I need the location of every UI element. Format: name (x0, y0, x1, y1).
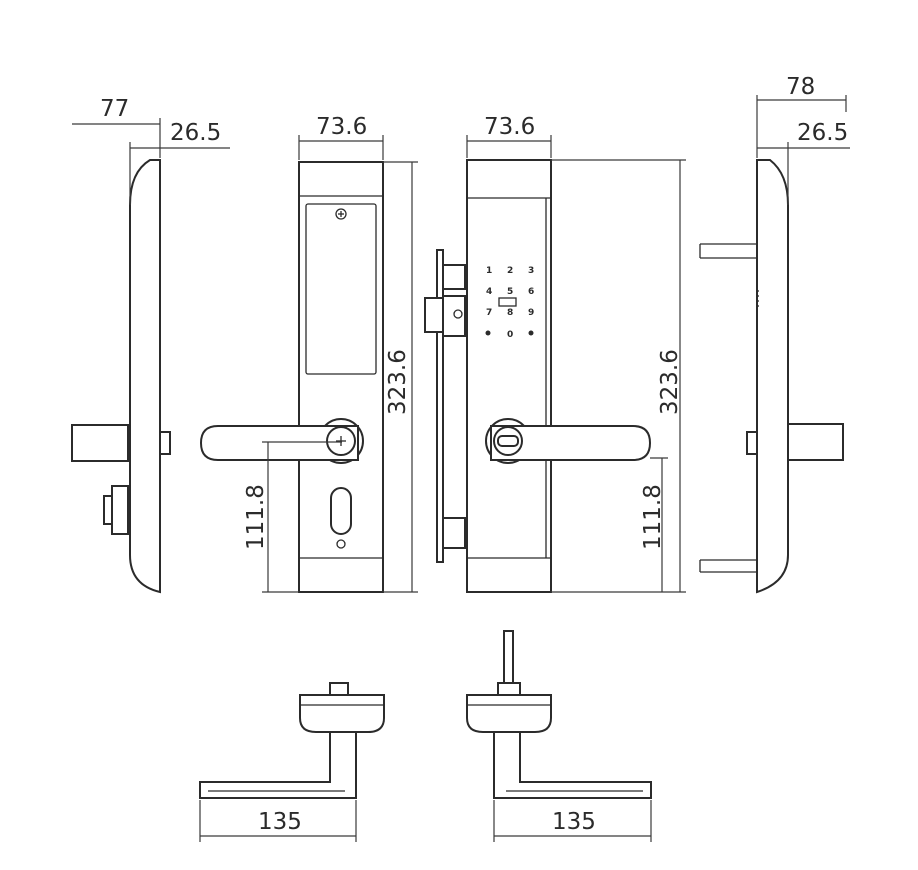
dim-label-left-thickness: 26.5 (170, 120, 221, 146)
keypad-key-7[interactable]: 7 (486, 308, 492, 318)
keypad-key-8[interactable]: 8 (507, 308, 513, 318)
keypad-key-3[interactable]: 3 (528, 266, 534, 276)
keypad-key-4[interactable]: 4 (486, 287, 492, 297)
left-handle-spindle (71, 424, 129, 462)
back-plate (466, 159, 552, 593)
keypad-key-5[interactable]: 5 (507, 287, 513, 297)
front-view: 73.6 323.6 111.8 (199, 114, 418, 593)
dim-label-right-thickness: 26.5 (797, 120, 848, 146)
right-lower-bolt (699, 559, 757, 573)
keypad-key-1[interactable]: 1 (486, 266, 492, 276)
right-side-view: 78 26.5 (699, 74, 850, 594)
right-rear-stub (746, 431, 758, 455)
front-screw-icon (335, 208, 347, 220)
bottom-left-view: 135 (199, 682, 385, 842)
keypad-key-2[interactable]: 2 (507, 266, 513, 276)
right-plate-profile (756, 159, 789, 594)
fingerprint-sensor-icon (498, 297, 517, 307)
keypad-key-hash-icon[interactable] (528, 330, 534, 336)
left-plate-profile (129, 159, 161, 594)
back-latch-upper (442, 264, 466, 290)
left-rear-stub (159, 431, 171, 455)
bottom-right-view: 135 (466, 630, 652, 842)
back-latch-lower (442, 517, 466, 549)
bl-cylinder-tip (329, 682, 349, 696)
keypad-key-6[interactable]: 6 (528, 287, 534, 297)
keypad: 1 2 3 4 5 6 7 8 9 0 (485, 266, 534, 340)
keypad-key-0[interactable]: 0 (507, 330, 513, 340)
front-battery-cover (305, 203, 377, 375)
right-upper-bolt (699, 243, 757, 259)
back-view: 1 2 3 4 5 6 7 8 9 0 73.6 323.6 111.8 (424, 114, 686, 593)
dim-label-bottom-right-length: 135 (552, 809, 596, 835)
left-cylinder-tip (103, 495, 113, 525)
keypad-key-star-icon[interactable] (485, 330, 491, 336)
dim-label-front-height: 323.6 (385, 349, 411, 415)
keypad-key-9[interactable]: 9 (528, 308, 534, 318)
dim-label-right-depth: 78 (786, 74, 815, 100)
front-bottom-screw-icon (336, 539, 346, 549)
bl-rose (299, 694, 385, 733)
front-keyhole-cover (330, 487, 352, 535)
left-cylinder-thumbturn (111, 485, 129, 535)
dim-label-back-height: 323.6 (657, 349, 683, 415)
br-rose (466, 694, 552, 733)
dim-label-front-handle-height: 111.8 (243, 484, 269, 550)
dim-label-bottom-left-length: 135 (258, 809, 302, 835)
left-side-view: 77 26.5 (71, 96, 230, 594)
dim-label-back-width: 73.6 (484, 114, 535, 140)
front-handle-lever (199, 425, 359, 461)
back-handle-lever (490, 425, 652, 461)
back-deadbolt (424, 297, 444, 333)
dim-label-front-width: 73.6 (316, 114, 367, 140)
dim-label-left-depth: 77 (100, 96, 129, 122)
right-handle-spindle (787, 423, 844, 461)
dim-label-back-handle-height: 111.8 (640, 484, 666, 550)
br-lever (493, 731, 652, 799)
back-thumbturn-icon (497, 435, 519, 447)
back-faceplate (436, 249, 444, 563)
bl-lever (199, 731, 357, 799)
